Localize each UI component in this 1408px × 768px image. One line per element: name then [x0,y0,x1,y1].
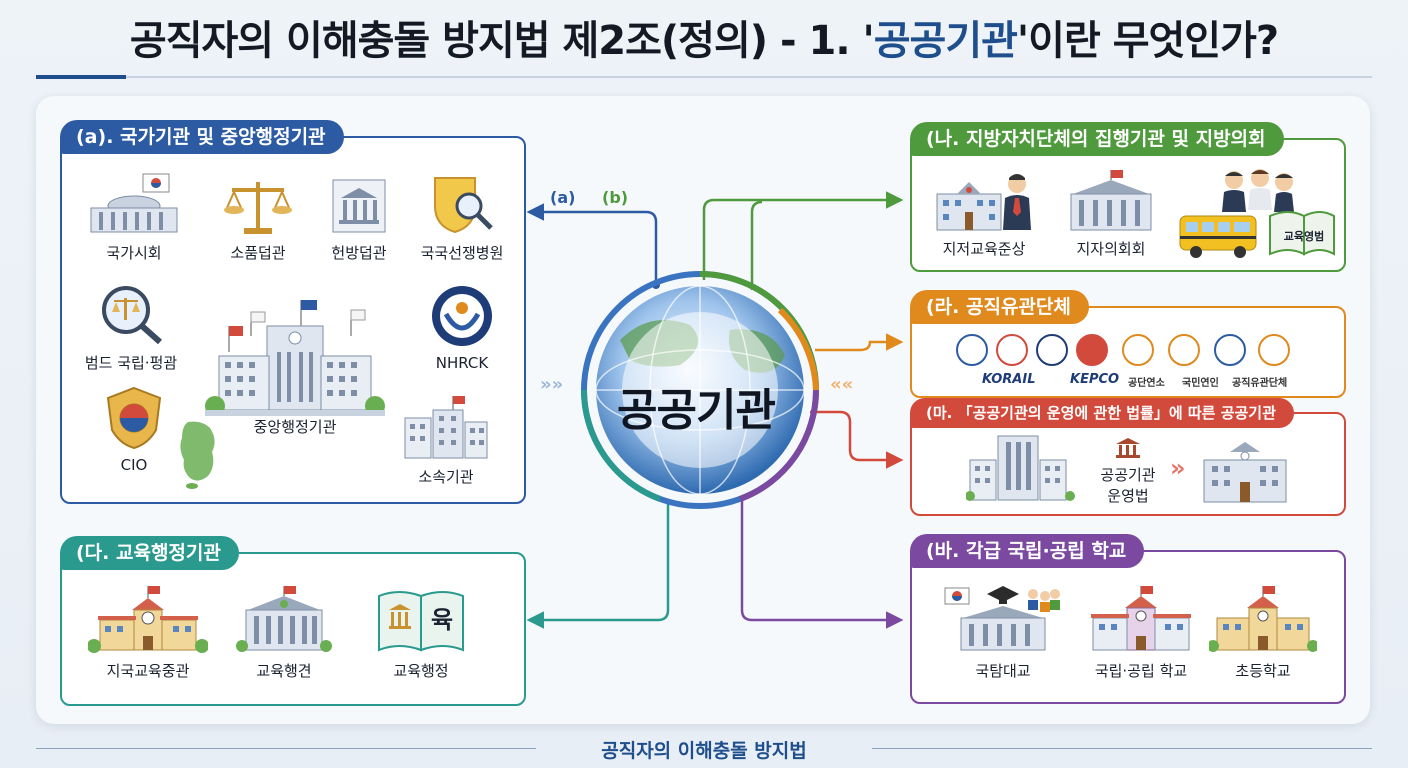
item-label: 헌방덥관 [331,244,387,262]
item-constitutional-court: 헌방덥관 [314,176,404,263]
panel-title-education-agencies: (다. 교육행정기관 [60,536,239,570]
org-text: 공직유관단체 [1232,378,1288,389]
item-elementary-school: 초등학교 [1206,584,1320,681]
national-assembly-icon [90,173,178,233]
item-label: 범드 국립·펑괌 [84,354,178,372]
panel-title-public-institutions-act: (마. 「공공기관의 운영에 관한 법률」에 따른 공공기관 [910,398,1294,428]
item-local-education-head: 지저교육준상 [924,168,1044,259]
item-election-commission: 국국선쟁병원 [404,172,520,263]
item-label: NHRCK [435,354,489,372]
magnifier-scales-icon [102,286,162,345]
connector-label-b: (b) [602,188,629,207]
government-building-icon [236,586,332,652]
book-title-text: 교육영범 [1284,229,1324,243]
korail-text: KORAIL [982,372,1036,387]
courthouse-icon [332,179,386,233]
item-label: 지저교육준상 [942,240,1026,258]
item-education-admin: 육 교육행정 [366,584,476,681]
kepco-text: KEPCO [1070,372,1120,387]
law-name-label: 공공기관 운영법 [1082,464,1174,506]
connector-label-a: (a) [550,188,576,207]
office-buildings-icon [404,396,488,459]
item-nhrck: NHRCK [412,284,512,372]
footer-divider-left [36,748,536,749]
item-central-administrative: 중앙행정기관 [200,296,390,437]
item-label: 국립·공립 학교 [1094,662,1188,680]
org-logo-icon [996,334,1028,366]
chevron-right-icon: » [1170,454,1186,482]
item-affiliated-agencies: 소속기관 [384,394,508,487]
law-institution-icon [1116,438,1140,458]
shield-magnifier-icon [434,177,493,234]
footer-divider-right [872,748,1372,749]
item-label: 국탐대교 [975,662,1031,680]
org-text: 국민연인 [1182,378,1219,389]
korail-logo-icon [956,334,988,366]
scales-icon [224,182,292,234]
item-national-assembly: 국가시회 [74,172,194,263]
item-education-admin-building: 교육행견 [232,584,336,681]
item-supreme-court: 소품덥관 [206,176,310,263]
item-board-of-audit: 범드 국립·펑괌 [68,282,194,373]
org-logo-icon [1168,334,1200,366]
org-text: 공단연소 [1128,378,1165,389]
org-logo-icon [1122,334,1154,366]
globe-icon [580,271,820,509]
panel-title-local-government: (나. 지방자치단체의 집행기관 및 지방의회 [910,122,1284,156]
item-label: 소품덥관 [230,244,286,262]
university-graduation-icon [944,586,1060,651]
school-building-icon [88,586,208,653]
item-label: 중앙행정기관 [253,418,337,436]
item-label: 국가시회 [106,244,162,262]
org-logo-icon [1258,334,1290,366]
school-building-icon [1091,586,1191,651]
book-char-text: 육 [431,606,453,634]
org-logo-icon [1036,334,1068,366]
government-complex-icon [205,300,385,416]
org-logo-icon [1214,334,1246,366]
bus-students-book-icon: 교육영범 [1179,169,1335,258]
item-police: CIO [96,386,172,474]
kepco-logo-icon [1076,334,1108,366]
school-building-icon [1209,586,1317,652]
council-building-icon [1070,170,1152,231]
item-label: 교육행정 [393,662,449,680]
law-line-2: 운영법 [1107,487,1149,505]
open-book-icon: 육 [378,591,464,652]
title-divider-accent [36,75,126,79]
item-label: CIO [120,456,148,474]
public-institution-building-icon [1203,442,1287,503]
item-local-council: 지자의회회 [1056,168,1166,259]
org-logo-row: KORAIL KEPCO 공단연소 국민연인 공직유관단체 [946,334,1306,394]
item-label: 지국교육중관 [106,662,190,680]
panel-title-national-agencies: (a). 국가기관 및 중앙행정기관 [60,120,344,154]
footer-label: 공직자의 이해충돌 방지법 [601,740,807,762]
page-title: 공직자의 이해충돌 방지법 제2조(정의) - 1. '공공기관'이란 무엇인가… [129,18,1279,64]
item-national-university: 국탐대교 [940,584,1066,681]
item-label: 국국선쟁병원 [420,244,504,262]
item-public-school: 국립·공립 학교 [1078,584,1204,681]
item-label: 지자의회회 [1076,240,1146,258]
item-label: 초등학교 [1235,662,1291,680]
nhrck-logo-icon [432,286,492,346]
item-education-office: 지국교육중관 [80,584,216,681]
item-label: 교육행견 [256,662,312,680]
panel-title-public-schools: (바. 각급 국립·공립 학교 [910,534,1145,568]
hub-label: 공공기관 [617,385,776,436]
police-badge-icon [106,386,162,450]
law-line-1: 공공기관 [1100,466,1156,484]
item-label: 소속기관 [418,468,474,486]
city-hall-official-icon [936,174,1031,231]
panel-title-public-service-orgs: (라. 공직유관단체 [910,290,1089,324]
title-divider [36,76,1372,78]
korea-map-icon [180,421,215,489]
institution-building-icon [966,435,1075,501]
